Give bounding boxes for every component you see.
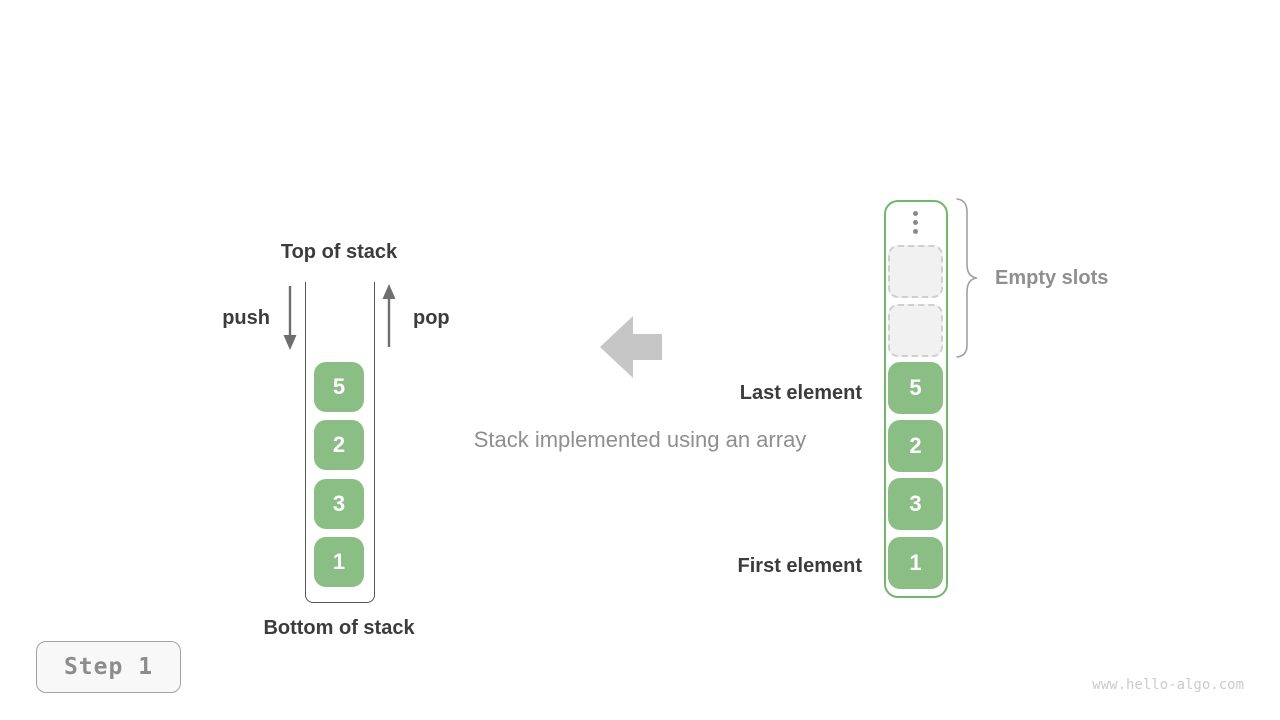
stack-element: 2 [314,420,364,470]
stack-container [305,282,375,603]
top-of-stack-label: Top of stack [280,241,398,263]
bottom-of-stack-label: Bottom of stack [263,617,415,639]
stack-element: 3 [314,479,364,529]
push-label: push [222,307,270,329]
left-arrow-icon [600,316,662,378]
ellipsis-dot [913,220,918,225]
empty-slot [888,304,943,357]
step-badge: Step 1 [36,641,181,693]
array-element: 3 [888,478,943,530]
empty-slots-label: Empty slots [995,267,1109,289]
pop-label: pop [413,307,450,329]
array-element: 5 [888,362,943,414]
push-arrow-icon [283,286,297,350]
array-element: 2 [888,420,943,472]
vertical-ellipsis-icon [913,211,918,234]
pop-arrow-icon [382,284,396,347]
watermark-text: www.hello-algo.com [1092,677,1244,693]
stack-element: 1 [314,537,364,587]
ellipsis-dot [913,211,918,216]
step-badge-label: Step 1 [63,654,154,680]
stack-element: 5 [314,362,364,412]
last-element-label: Last element [739,382,862,404]
empty-slot [888,245,943,298]
array-element: 1 [888,537,943,589]
ellipsis-dot [913,229,918,234]
first-element-label: First element [737,555,862,577]
empty-slots-brace-icon [956,198,978,358]
figure-caption: Stack implemented using an array [473,427,807,452]
